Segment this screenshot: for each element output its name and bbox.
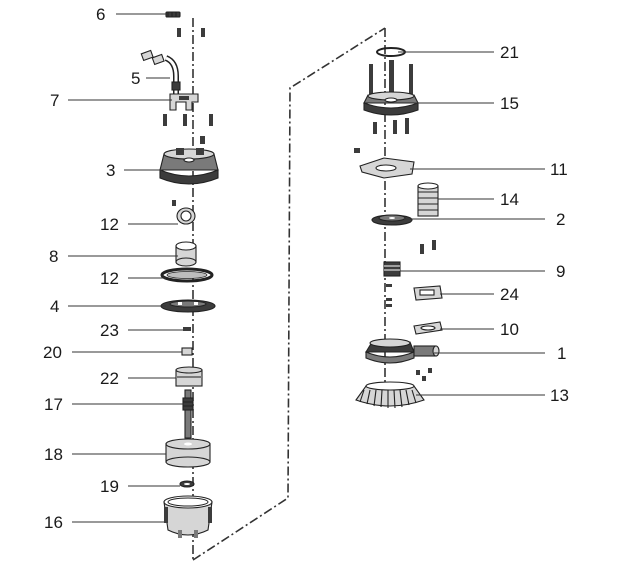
label-11: 11 (550, 160, 568, 179)
axis-connector (192, 27, 386, 561)
part-6-screw (165, 11, 181, 18)
label-6: 6 (96, 5, 105, 24)
part-24-bracket (413, 285, 443, 301)
long-bolts-top (369, 60, 413, 94)
label-8: 8 (49, 247, 58, 266)
part-11-diffuser-plate (359, 157, 415, 179)
right-labels: 21 15 11 14 2 9 24 10 1 13 (500, 43, 569, 405)
label-20: 20 (43, 343, 62, 362)
part-8-bearing-sleeve (175, 241, 197, 267)
label-17: 17 (44, 395, 63, 414)
part-19-washer (179, 480, 195, 488)
label-1: 1 (557, 344, 566, 363)
part-23-key (183, 327, 191, 331)
bolts-under-clamp (163, 114, 213, 144)
part-20-seal (181, 347, 193, 356)
part-12-o-ring (160, 267, 214, 283)
assembly-axes (192, 18, 386, 561)
part-4-impeller-disc (160, 299, 216, 313)
part-10-seal-plate (413, 321, 443, 335)
part-1-pump-body (365, 338, 440, 364)
label-16: 16 (44, 513, 63, 532)
label-21: 21 (500, 43, 519, 62)
label-5: 5 (131, 69, 140, 88)
part-3-motor-cover (159, 148, 219, 185)
small-screws-bottom (416, 368, 432, 381)
part-15-pump-cover (363, 91, 419, 116)
part-18-rotor (165, 438, 211, 468)
label-3: 3 (106, 161, 115, 180)
leader-lines (68, 13, 545, 523)
small-key-mid (354, 148, 360, 153)
part-5-cable-entry (140, 49, 181, 98)
part-22-bushing (175, 366, 203, 387)
label-13: 13 (550, 386, 569, 405)
part-2-impeller (371, 214, 413, 226)
part-13-strainer (355, 381, 425, 409)
part-7-clamp (169, 93, 199, 111)
short-bolts-mid (373, 118, 409, 134)
label-23: 23 (100, 321, 119, 340)
label-19: 19 (100, 477, 119, 496)
label-22: 22 (100, 369, 119, 388)
label-14: 14 (500, 190, 519, 209)
label-9: 9 (556, 262, 565, 281)
part-9-spring (383, 261, 401, 277)
part-14-outlet-fitting (417, 182, 439, 217)
label-7: 7 (50, 91, 59, 110)
left-labels: 6 5 7 3 12 8 12 4 23 20 22 17 18 19 16 (43, 5, 140, 532)
label-2: 2 (556, 210, 565, 229)
label-24: 24 (500, 285, 519, 304)
small-parts-under-spring (386, 284, 392, 307)
label-15: 15 (500, 94, 519, 113)
screws-right-mid (420, 240, 436, 254)
part-16-motor-housing (163, 495, 213, 538)
label-12-lower: 12 (100, 269, 119, 288)
label-4: 4 (50, 297, 59, 316)
label-18: 18 (44, 445, 63, 464)
small-screws-top (177, 28, 205, 37)
label-12-upper: 12 (100, 215, 119, 234)
label-10: 10 (500, 320, 519, 339)
part-12-sleeve-upper (172, 200, 196, 225)
part-17-shaft (182, 389, 194, 439)
